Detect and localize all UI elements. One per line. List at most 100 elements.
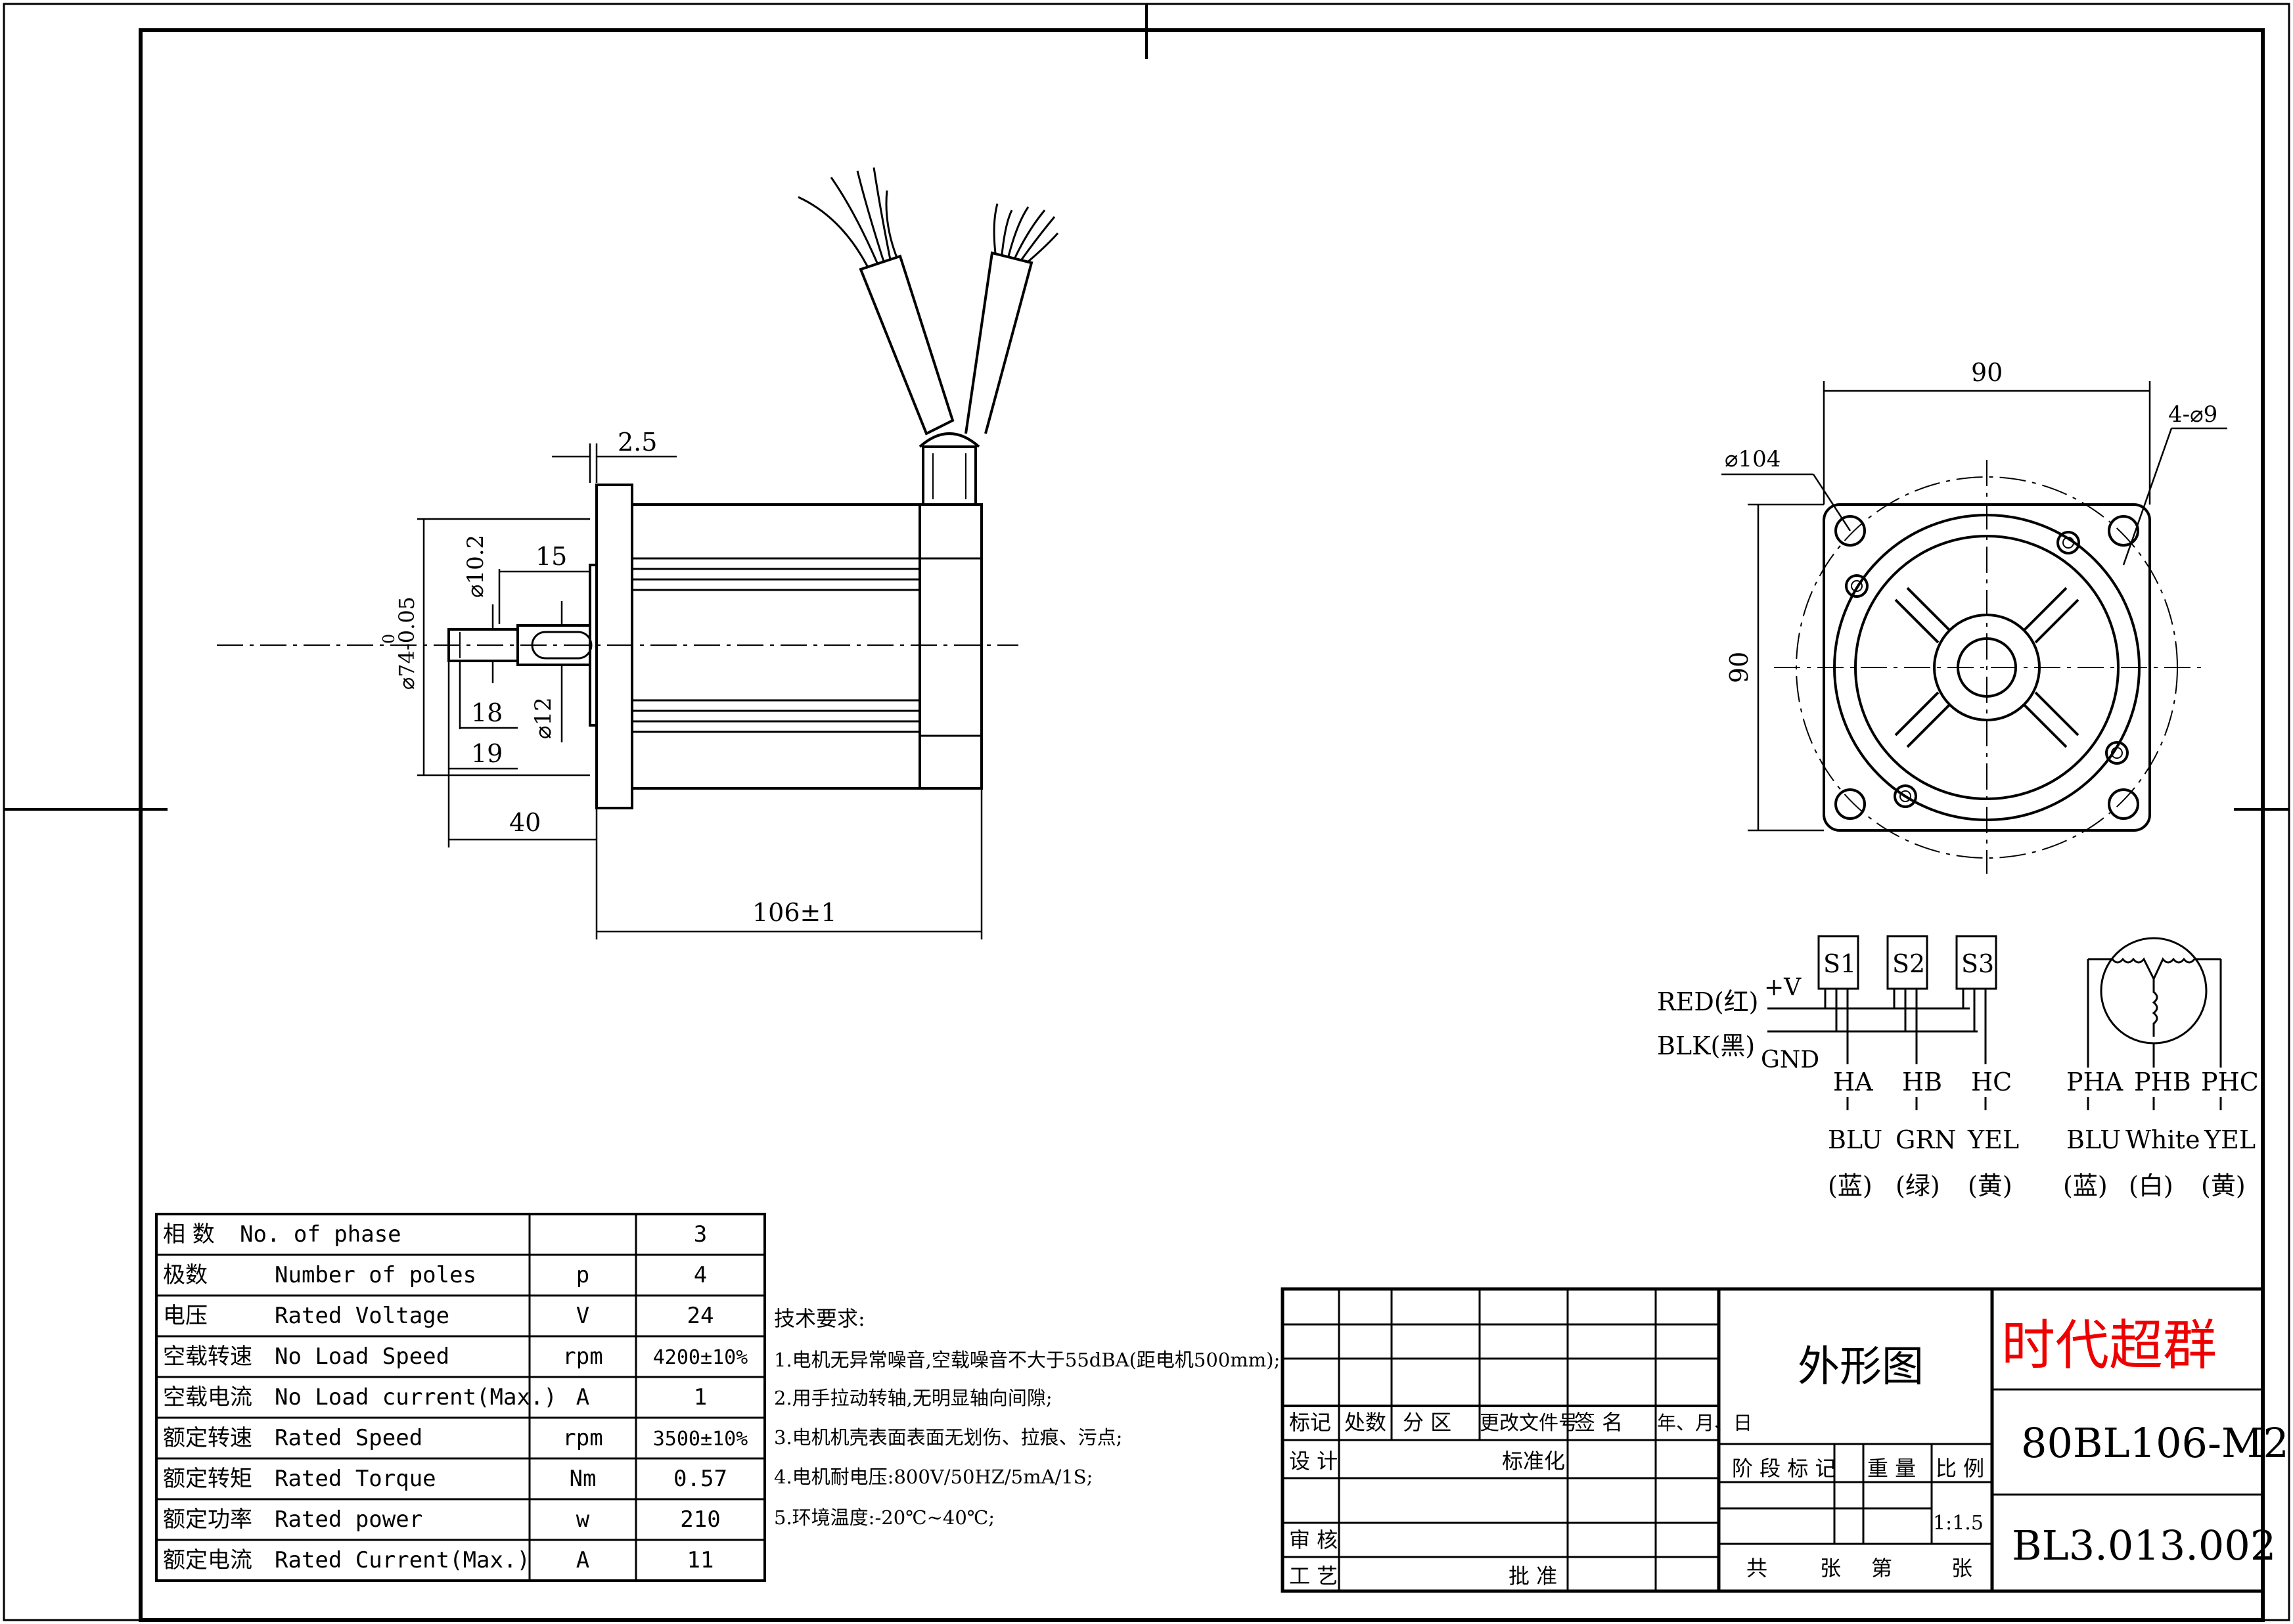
wire-ends-right <box>993 203 1059 263</box>
hall-b-color: GRN <box>1896 1125 1956 1154</box>
hall-a-color-cn: (蓝) <box>1828 1171 1873 1200</box>
document-number: BL3.013.002 <box>2012 1522 2276 1569</box>
spec-value: 4200±10% <box>653 1346 748 1369</box>
spec-name-en: Rated Current(Max.) <box>275 1547 530 1573</box>
sensor-s3: S3 <box>1961 949 1994 978</box>
spec-name-en: Rated Speed <box>275 1425 422 1451</box>
spec-name-cn: 额定功率 <box>163 1506 252 1533</box>
hall-b-label: HB <box>1902 1068 1942 1096</box>
tb-header-count: 处数 <box>1344 1410 1386 1435</box>
dim-4x-dia-9: 4-⌀9 <box>2168 401 2217 428</box>
hall-c-label: HC <box>1971 1068 2012 1096</box>
dim-dia-74-upper-tol: 0 <box>380 634 398 644</box>
sensor-s2: S2 <box>1892 949 1925 978</box>
drawing-frame <box>139 28 2265 1622</box>
spec-name-en: No Load current(Max.) <box>275 1384 557 1410</box>
housing-outer-ring <box>1833 514 2141 821</box>
hall-c-color: YEL <box>1967 1125 2019 1154</box>
spec-value: 0.57 <box>673 1466 727 1492</box>
cable-right <box>965 251 1033 434</box>
spec-row: 额定转速 Rated Speed rpm 3500±10% <box>163 1425 748 1451</box>
tb-scale: 1:1.5 <box>1933 1512 1984 1535</box>
tb-header-zone: 分 区 <box>1403 1410 1451 1435</box>
dim-dia-104: ⌀104 <box>1725 446 1781 472</box>
technical-requirements: 技术要求: 1.电机无异常噪音,空载噪音不大于55dBA(距电机500mm); … <box>774 1306 1280 1529</box>
tb-design: 设 计 <box>1289 1449 1338 1474</box>
brand-logo-text: 时代超群 <box>2001 1315 2217 1377</box>
tb-approve: 批 准 <box>1509 1564 1557 1589</box>
spec-unit: Nm <box>570 1466 597 1492</box>
spec-unit: A <box>576 1384 589 1410</box>
spec-name-en: Number of poles <box>275 1262 476 1288</box>
phase-b-color: White <box>2125 1125 2200 1154</box>
end-dimension-lines <box>1721 381 2227 832</box>
tech-note-3: 3.电机机壳表面表面无划伤、拉痕、污点; <box>774 1426 1122 1449</box>
spec-unit: rpm <box>562 1425 602 1451</box>
tech-note-1: 1.电机无异常噪音,空载噪音不大于55dBA(距电机500mm); <box>774 1349 1280 1371</box>
spec-name-cn: 空载转速 <box>163 1343 252 1370</box>
phase-c-label: PHC <box>2201 1068 2259 1096</box>
dim-90-width: 90 <box>1971 358 2003 387</box>
tech-note-4: 4.电机耐电压:800V/50HZ/5mA/1S; <box>774 1466 1093 1488</box>
motor-side-view: 2.5 15 ⌀10.2 ⌀74-0.05 0 ⌀12 18 19 40 106… <box>217 167 1059 939</box>
spec-value: 3500±10% <box>653 1428 748 1451</box>
spec-unit: rpm <box>562 1343 602 1370</box>
tb-sheets-total: 共 <box>1746 1556 1767 1581</box>
spec-row: 相 数 No. of phase 3 <box>163 1221 707 1248</box>
hall-a-color: BLU <box>1828 1125 1882 1154</box>
wire-ends-left <box>798 167 898 267</box>
cable-gland <box>922 445 977 506</box>
spec-value: 1 <box>694 1384 707 1410</box>
wire-blk-label: BLK(黑) <box>1657 1031 1755 1060</box>
tb-sheets-unit-2: 张 <box>1951 1556 1972 1581</box>
spec-value: 3 <box>694 1221 707 1248</box>
side-dimension-lines <box>417 443 983 939</box>
tb-sheet-no: 第 <box>1871 1556 1892 1581</box>
spec-name-cn: 额定转矩 <box>163 1466 252 1492</box>
tb-sheets-unit-1: 张 <box>1820 1556 1841 1581</box>
spec-name-cn: 额定转速 <box>163 1425 252 1451</box>
spec-name-en: No. of phase <box>240 1221 401 1248</box>
phase-c-color-cn: (黄) <box>2201 1171 2246 1200</box>
hub <box>1933 614 2041 721</box>
wire-red-label: RED(红) <box>1657 987 1758 1016</box>
spec-name-cn: 额定电流 <box>163 1547 252 1573</box>
spec-row: 空载转速 No Load Speed rpm 4200±10% <box>163 1343 748 1370</box>
spec-name-cn: 极数 <box>163 1262 208 1288</box>
shaft-end <box>1957 637 2017 698</box>
spec-name-en: No Load Speed <box>275 1343 449 1370</box>
title-block: 标记 处数 分 区 更改文件号 签 名 年、月、日 设 计 标准化 审 核 工 … <box>1281 1287 2289 1593</box>
tech-note-5: 5.环境温度:-20℃~40℃; <box>774 1506 995 1529</box>
keyway <box>531 631 593 660</box>
tech-note-2: 2.用手拉动转轴,无明显轴向间隙; <box>774 1387 1053 1409</box>
drawing-title: 外形图 <box>1798 1343 1924 1391</box>
tb-header-change-doc: 更改文件号 <box>1480 1412 1578 1435</box>
gnd-label: GND <box>1761 1047 1819 1073</box>
pcd-104-circle <box>1796 476 2178 859</box>
tb-weight: 重 量 <box>1867 1456 1916 1481</box>
phase-a-color: BLU <box>2066 1125 2121 1154</box>
dim-18: 18 <box>471 698 503 727</box>
dim-dia-12: ⌀12 <box>530 697 556 739</box>
sensor-s1: S1 <box>1823 949 1856 978</box>
motor-end-view: 90 90 ⌀104 4-⌀9 <box>1721 358 2227 874</box>
model-number: 80BL106-M2 <box>2021 1419 2289 1467</box>
hall-a-label: HA <box>1833 1068 1873 1096</box>
hall-c-color-cn: (黄) <box>1968 1171 2012 1200</box>
spec-name-en: Rated Voltage <box>275 1303 449 1329</box>
wiring-diagram: RED(红) BLK(黑) +V GND S1 S2 S3 HA HB HC B… <box>1657 935 2259 1200</box>
tb-stage-mark: 阶 段 标 记 <box>1732 1456 1836 1481</box>
mounting-flange <box>595 484 633 809</box>
spec-name-cn: 相 数 <box>163 1221 215 1248</box>
phase-c-color: YEL <box>2204 1125 2256 1154</box>
spec-value: 210 <box>680 1506 720 1533</box>
spec-unit: A <box>576 1547 589 1573</box>
